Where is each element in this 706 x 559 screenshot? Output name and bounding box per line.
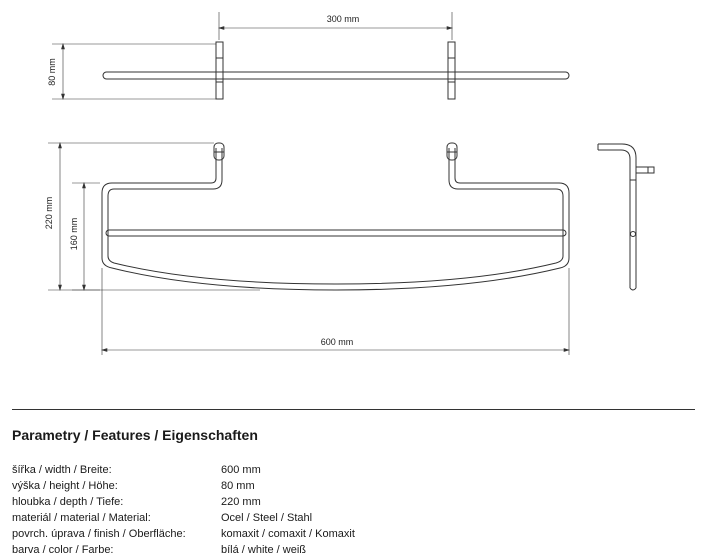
param-row: materiál / material / Material: Ocel / S…: [12, 510, 612, 526]
technical-drawing: 300 mm 80 mm 220 mm 160 mm: [44, 12, 655, 355]
param-value: Ocel / Steel / Stahl: [221, 512, 313, 524]
section-divider: [12, 409, 695, 410]
dim-top-width-label: 300 mm: [327, 14, 360, 24]
param-label: šířka / width / Breite:: [12, 464, 112, 476]
dim-front-outer-height: [48, 141, 260, 292]
dim-front-inner-height: [72, 181, 100, 292]
param-label: materiál / material / Material:: [12, 512, 151, 524]
dim-front-width-label: 600 mm: [321, 337, 354, 347]
dim-top-height: [52, 42, 216, 101]
dim-front-outer-height-label: 220 mm: [44, 197, 54, 230]
param-value: bílá / white / weiß: [221, 544, 306, 556]
section-title: Parametry / Features / Eigenschaften: [12, 427, 258, 443]
top-view-mount-right: [447, 41, 456, 100]
dim-front-width: [100, 268, 571, 355]
dim-front-inner-height-label: 160 mm: [69, 218, 79, 251]
top-view: [102, 41, 570, 100]
top-view-rail: [102, 71, 570, 80]
param-row: povrch. úprava / finish / Oberfläche: ko…: [12, 526, 612, 542]
dim-top-width: [217, 12, 454, 40]
param-value: 600 mm: [221, 464, 261, 476]
param-label: hloubka / depth / Tiefe:: [12, 496, 124, 508]
param-label: povrch. úprava / finish / Oberfläche:: [12, 528, 186, 540]
param-row: barva / color / Farbe: bílá / white / we…: [12, 542, 612, 558]
param-value: 80 mm: [221, 480, 255, 492]
param-row: šířka / width / Breite: 600 mm: [12, 462, 612, 478]
side-view-arm: [598, 143, 637, 288]
param-label: výška / height / Höhe:: [12, 480, 118, 492]
side-view-bar-end: [630, 231, 636, 237]
param-label: barva / color / Farbe:: [12, 544, 114, 556]
side-view-mount: [635, 166, 655, 174]
front-view: [101, 142, 570, 291]
side-view: [597, 143, 655, 291]
parameters-table: šířka / width / Breite: 600 mm výška / h…: [12, 462, 612, 558]
param-value: 220 mm: [221, 496, 261, 508]
top-view-mount-left: [215, 41, 224, 100]
front-view-bar: [105, 229, 567, 237]
param-row: výška / height / Höhe: 80 mm: [12, 478, 612, 494]
dim-top-height-label: 80 mm: [47, 58, 57, 86]
front-view-frame-outer: [101, 148, 570, 291]
param-value: komaxit / comaxit / Komaxit: [221, 528, 355, 540]
front-view-frame-inner: [107, 148, 564, 285]
param-row: hloubka / depth / Tiefe: 220 mm: [12, 494, 612, 510]
